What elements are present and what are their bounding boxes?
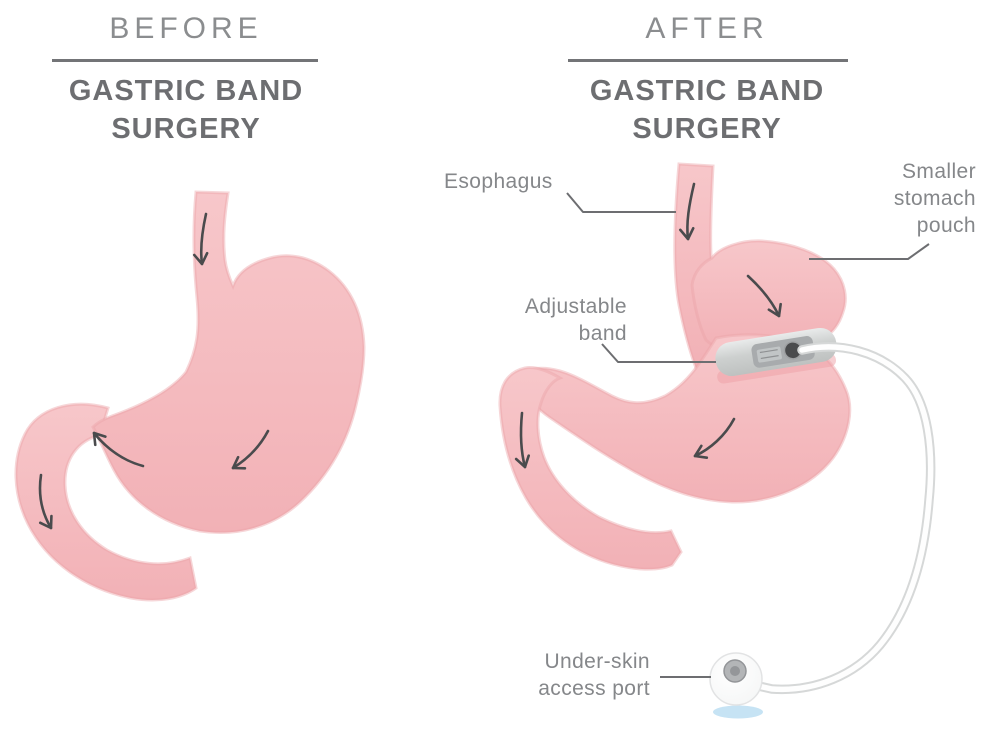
esophagus-label: Esophagus — [444, 170, 553, 193]
before-title-underline — [52, 59, 318, 62]
flow-arrow-esophagus-icon — [679, 182, 696, 241]
before-panel-heading: GASTRIC BAND SURGERY — [68, 75, 304, 145]
flow-arrow-pouch-icon — [746, 274, 782, 318]
port-septum-center — [730, 666, 740, 676]
before-stomach-illustration — [14, 190, 366, 602]
after-panel-heading: GASTRIC BAND SURGERY — [589, 75, 825, 145]
esophagus-leader-line — [566, 192, 676, 213]
under-skin-access-port-label: Under-skin access port — [538, 650, 650, 700]
flow-arrow-body-icon — [231, 429, 270, 470]
tube-core — [751, 344, 934, 693]
before-stomach-body-shape — [91, 190, 366, 535]
adjustable-band — [715, 327, 837, 377]
before-panel-title: BEFORE — [109, 12, 263, 45]
after-panel-title: AFTER — [645, 12, 769, 45]
flow-arrow-duodenum-icon — [38, 473, 53, 530]
after-duodenum-shape — [498, 366, 683, 571]
smaller-stomach-pouch-label: Smaller stomach pouch — [893, 160, 976, 237]
buckle-ridge — [759, 349, 778, 354]
flow-arrow-duodenum-icon — [514, 411, 531, 469]
after-title-underline — [568, 59, 848, 62]
leader-lines — [566, 192, 930, 678]
flow-arrow-esophagus-icon — [192, 212, 209, 266]
before-flow-arrows — [38, 212, 270, 530]
after-stomach-illustration — [498, 162, 936, 719]
pouch-leader-line — [809, 243, 930, 260]
band-leader-line — [601, 343, 716, 363]
flow-arrow-pylorus-icon — [92, 431, 145, 468]
port-shadow — [713, 705, 763, 719]
access-port — [709, 652, 763, 719]
after-flow-arrows — [514, 182, 782, 469]
buckle-ridge — [760, 355, 779, 360]
band-tubing — [749, 342, 936, 695]
adjustable-band-label: Adjustable band — [524, 295, 627, 345]
before-duodenum-shape — [14, 402, 198, 602]
flow-arrow-body-icon — [693, 417, 736, 459]
